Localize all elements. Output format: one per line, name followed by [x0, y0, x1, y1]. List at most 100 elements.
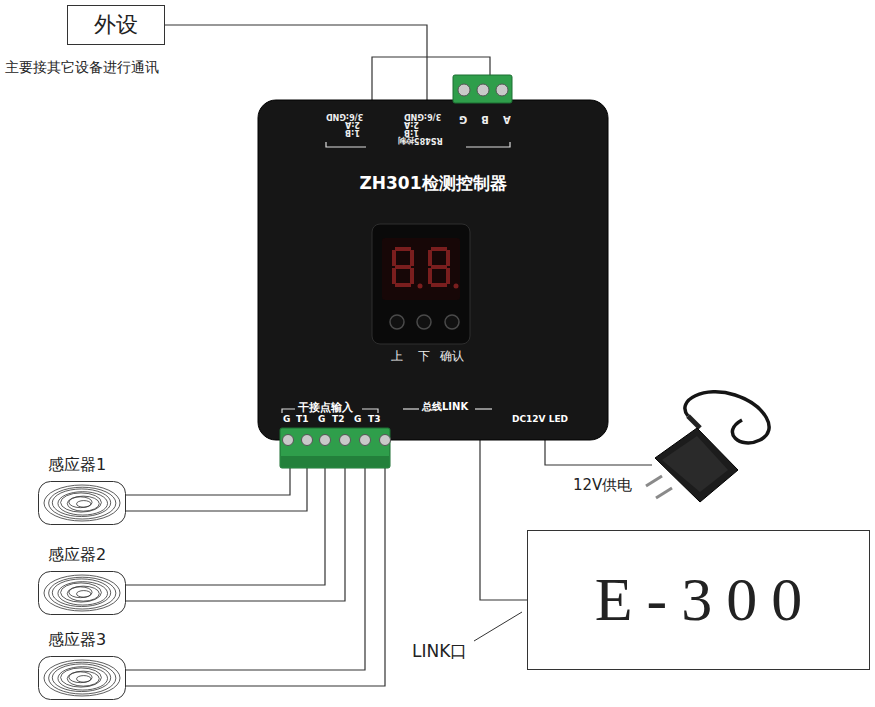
panel-marking: 1:B — [345, 128, 360, 136]
power-adapter — [646, 392, 769, 502]
sensor-wire — [126, 460, 385, 686]
segment — [431, 247, 447, 251]
segment — [392, 268, 396, 284]
spiral-ring — [77, 501, 91, 508]
terminal-screw — [360, 435, 371, 446]
spiral-ring — [61, 493, 102, 512]
wire — [126, 440, 365, 670]
segment — [395, 247, 411, 251]
button — [390, 315, 404, 329]
spiral-ring — [52, 579, 110, 607]
panel-marking: RS485控制 — [398, 136, 443, 144]
spiral-ring — [49, 487, 116, 519]
segment — [446, 268, 450, 284]
panel-marking: G — [283, 415, 290, 424]
spiral-ring — [58, 582, 108, 605]
e300-box: E-300 — [527, 530, 870, 670]
terminal-slots — [281, 456, 389, 467]
display-panel — [372, 224, 470, 344]
adapter-prong — [656, 488, 672, 498]
spiral-ring — [58, 492, 108, 515]
sensor-heading: 感应器3 — [48, 631, 106, 649]
spiral-ring — [69, 587, 92, 598]
terminal-screw — [496, 84, 508, 96]
bracket — [403, 408, 419, 409]
spiral-ring — [77, 591, 91, 598]
panel-marking: 确认 — [440, 350, 464, 362]
spiral-ring — [44, 575, 120, 611]
spiral-ring — [67, 671, 99, 686]
spiral-ring — [58, 667, 108, 690]
controller-housing — [258, 100, 608, 440]
sensor-symbol — [38, 656, 126, 700]
sensor-heading: 感应器2 — [48, 546, 106, 564]
panel-marking: DC12V LED — [512, 415, 568, 424]
terminal-screw — [320, 435, 331, 446]
bracket — [326, 142, 366, 147]
panel-marking: T3 — [368, 415, 380, 424]
wire — [126, 440, 290, 495]
sensor-outline — [39, 482, 126, 525]
spiral-ring — [49, 662, 116, 694]
adapter-body — [655, 428, 738, 502]
sensor-outline — [39, 657, 126, 700]
panel-marking: 上 — [391, 350, 403, 362]
sensor: 感应器1 — [38, 481, 126, 525]
panel-marking: G — [318, 415, 325, 424]
terminal-screw — [380, 435, 391, 446]
panel-marking: 3/6:GND — [404, 112, 441, 120]
part-label: LINK口 — [412, 643, 467, 660]
adapter-prong — [646, 476, 662, 486]
terminal-screw — [283, 435, 294, 446]
terminal-block — [280, 428, 390, 468]
sensor-heading: 感应器1 — [48, 456, 106, 474]
note: 主要接其它设备进行通讯 — [5, 60, 159, 74]
bracket — [466, 142, 510, 147]
terminal-screw — [477, 84, 489, 96]
panel-marking: 干接点输入 — [298, 402, 353, 413]
panel-marking: G — [459, 114, 467, 124]
panel-marking: 下 — [418, 350, 430, 362]
sensor-symbol — [38, 571, 126, 615]
bracket — [282, 409, 295, 413]
panel-marking: B — [481, 114, 489, 124]
spiral-ring — [77, 676, 91, 683]
terminal-screw — [302, 435, 313, 446]
segment — [392, 250, 396, 266]
panel-marking: 总线LINK — [422, 402, 468, 412]
leader-line — [474, 612, 522, 641]
panel-marking: A — [503, 114, 511, 124]
sensor: 感应器3 — [38, 656, 126, 700]
sensor-symbol — [38, 481, 126, 525]
adapter-face — [662, 436, 728, 492]
sensor-wire — [126, 460, 307, 511]
segment — [428, 268, 432, 284]
spiral-ring — [61, 668, 102, 687]
device-title: ZH301检测控制器 — [258, 174, 608, 194]
terminal-screw — [458, 84, 470, 96]
segment — [431, 265, 447, 269]
spiral-ring — [49, 577, 116, 609]
adapter-cable — [688, 416, 700, 428]
spiral-ring — [44, 660, 120, 696]
panel-marking: 3/6:GND — [326, 112, 363, 120]
spiral-ring — [52, 489, 110, 517]
bracket — [475, 408, 492, 409]
spiral-ring — [67, 586, 99, 601]
terminal-screw — [340, 435, 351, 446]
spiral-ring — [52, 664, 110, 692]
peripheral-box: 外设 — [67, 5, 165, 45]
bracket — [362, 409, 378, 413]
panel-marking: T2 — [332, 415, 344, 424]
terminal-block — [453, 75, 512, 103]
panel-marking: G — [354, 415, 361, 424]
panel-marking: 1:B — [404, 128, 419, 136]
spiral-ring — [69, 497, 92, 508]
sensor-wire — [126, 460, 345, 601]
segment — [431, 283, 447, 287]
box-label: 外设 — [94, 12, 138, 37]
spiral-ring — [44, 485, 120, 521]
controller-device: ZH301检测控制器 — [258, 100, 608, 440]
spiral-ring — [69, 672, 92, 683]
wire — [480, 440, 527, 600]
